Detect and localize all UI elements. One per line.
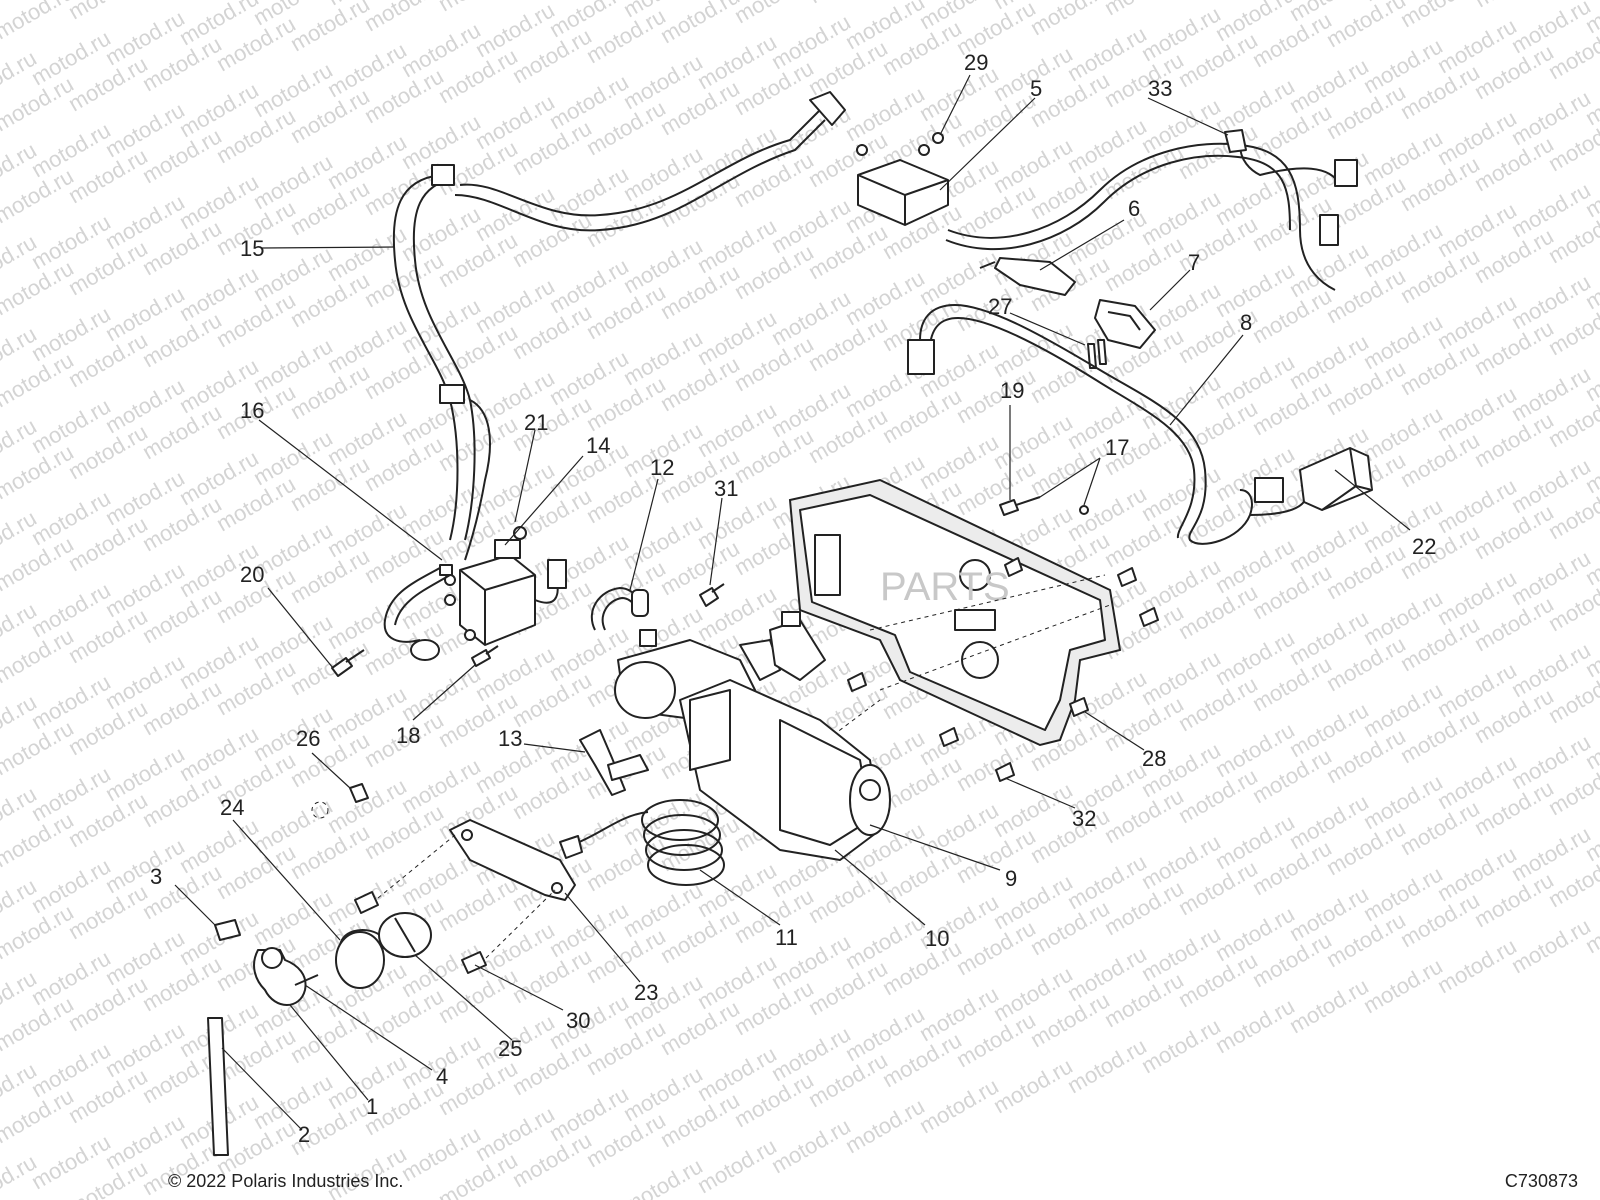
plate-text: PARTS [880,565,1010,609]
callout-30: 30 [566,1008,590,1033]
callout-19: 19 [1000,378,1024,403]
copyright-notice: © 2022 Polaris Industries Inc. [168,1171,404,1191]
watermark-text: motod.ru [1026,0,1114,40]
callout-27: 27 [988,294,1012,319]
figure-code: C730873 [1504,1171,1578,1191]
callout-13: 13 [498,726,522,751]
watermark-text: motod.ru [1470,0,1558,12]
battery-cable-part-16 [383,564,453,661]
contactor-part-14 [444,539,567,646]
callout-33: 33 [1148,76,1172,101]
fastener-part-26 [311,783,369,819]
callout-4: 4 [436,1064,448,1089]
callout-29: 29 [964,50,988,75]
wire-rope-part-11 [559,799,725,886]
callout-2: 2 [298,1122,310,1147]
callout-16: 16 [240,398,264,423]
callout-9: 9 [1005,866,1017,891]
winch-harness-part-8 [907,303,1306,545]
bolts-small [331,526,725,677]
switch-bezel-part-7 [1094,299,1156,349]
pin-part-3 [214,919,241,941]
bracket-part-23 [449,819,576,901]
callout-26: 26 [296,726,320,751]
connector-part-22 [1299,447,1373,511]
plate-bolts [819,496,1159,782]
callout-25: 25 [498,1036,522,1061]
remote-harness-part-33 [945,129,1358,291]
watermark-text: motod.ru [915,1073,1003,1138]
watermark-text: motod.ru [1285,973,1373,1038]
callout-31: 31 [714,476,738,501]
callout-18: 18 [396,723,420,748]
leader-lines [174,74,1411,1131]
callout-17: 17 [1105,435,1129,460]
callout-15: 15 [240,236,264,261]
callout-11: 11 [775,925,798,950]
callout-1: 1 [366,1094,378,1119]
cable-boot-part-13 [579,729,649,796]
contactor-bracket [769,611,826,681]
callout-21: 21 [524,410,548,435]
callout-8: 8 [1240,310,1252,335]
watermark-text: motod.ru [1396,0,1484,32]
watermark-text: motod.ru [693,1133,781,1198]
watermark-text: motod.ru [730,0,818,28]
watermark-text: motod.ru [767,1113,855,1178]
watermark-text: motod.ru [1322,0,1410,52]
callout-28: 28 [1142,746,1166,771]
callout-24: 24 [220,795,244,820]
watermark-text: motod.ru [1211,993,1299,1058]
watermark-text: motod.ru [360,0,448,36]
cable-boot-part-12 [590,586,649,631]
callout-10: 10 [925,926,949,951]
hook-part-1 [253,947,307,1006]
watermark-text: motod.ru [64,0,152,24]
clip-part-4 [294,974,319,986]
watermark-text: motod.ru [1359,953,1447,1018]
callout-20: 20 [240,562,264,587]
watermark-text: motod.ru [1507,913,1595,978]
callout-3: 3 [150,864,162,889]
hook-stopper-part-24 [335,929,385,989]
switch-assembly-part-5 [856,132,949,226]
callout-23: 23 [634,980,658,1005]
mounting-plate: PARTS [788,478,1122,747]
callout-7: 7 [1188,250,1200,275]
rubber-stopper-part-25 [378,912,432,958]
callout-22: 22 [1412,534,1436,559]
watermark-text: motod.ru [841,1093,929,1158]
callout-6: 6 [1128,196,1140,221]
watermark-text: motod.ru [1100,0,1188,20]
toggle-switch-part-6 [979,257,1076,296]
watermark-text: motod.ru [1063,1033,1151,1098]
winch-body [614,629,891,861]
strap-part-2 [207,1017,229,1156]
callout-12: 12 [650,455,674,480]
watermark-text: motod.ru [989,1053,1077,1118]
bolts-part-30 [354,834,556,974]
callout-numbers: 15 16 21 14 12 31 20 18 26 24 3 13 19 17… [150,50,1436,1147]
watermark-text: motod.ru [804,0,892,8]
watermark-text: motod.ru [1137,1013,1225,1078]
watermark-text: motod.ru [434,0,522,16]
callout-14: 14 [586,433,610,458]
watermark-text: motod.ru [138,0,226,4]
wire-harness-part-15 [392,91,846,561]
callout-32: 32 [1072,806,1096,831]
watermark-text: motod.ru [1433,933,1521,998]
callout-5: 5 [1030,76,1042,101]
